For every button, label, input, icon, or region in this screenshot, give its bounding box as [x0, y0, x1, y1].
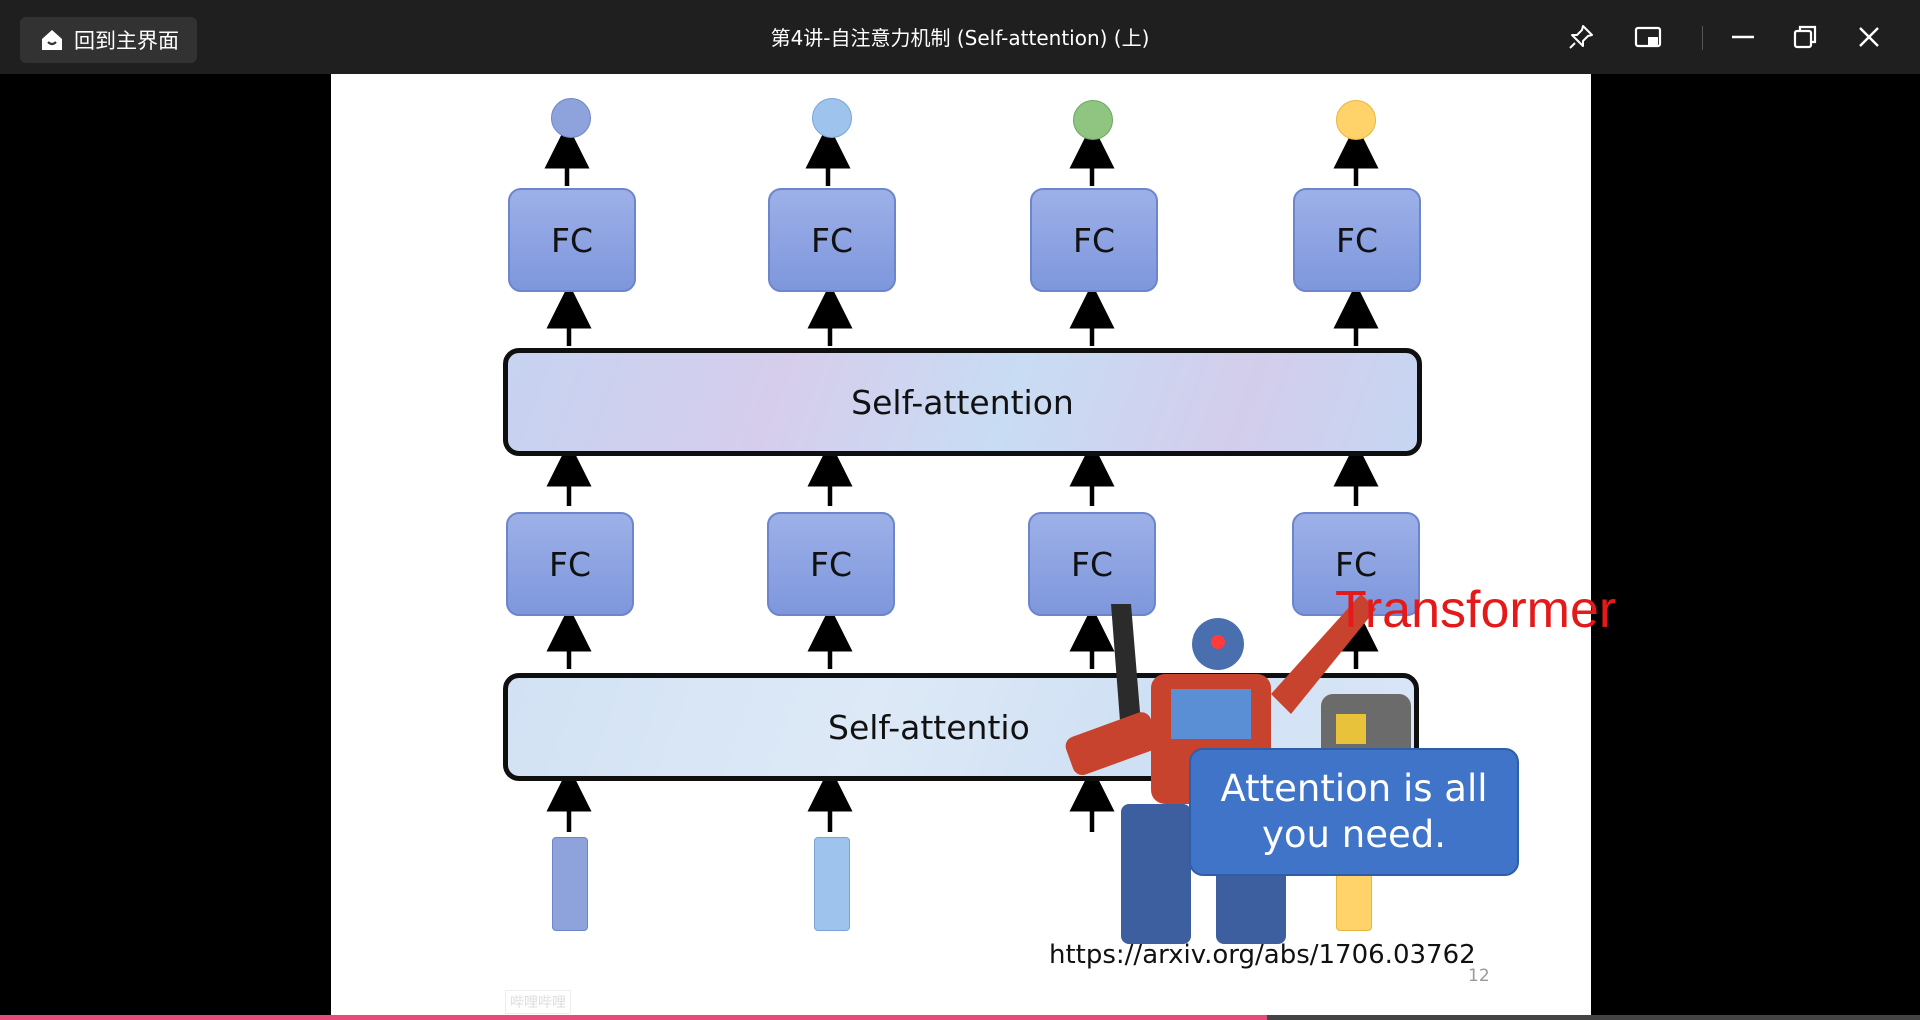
- fc-box-top-3: FC: [1030, 188, 1158, 292]
- close-icon[interactable]: [1848, 16, 1890, 58]
- video-progress-played: [0, 1015, 1268, 1020]
- watermark: 哔哩哔哩: [505, 990, 571, 1014]
- output-vector-3: [1073, 100, 1113, 140]
- fc-box-bottom-4: FC: [1292, 512, 1420, 616]
- output-vector-4: [1336, 100, 1376, 140]
- home-icon: [42, 30, 62, 50]
- minimize-icon[interactable]: [1722, 16, 1764, 58]
- paper-url: https://arxiv.org/abs/1706.03762: [1049, 940, 1476, 970]
- output-vector-2: [812, 98, 852, 138]
- restore-icon[interactable]: [1784, 16, 1826, 58]
- speech-bubble: Attention is all you need.: [1189, 748, 1519, 876]
- fc-box-bottom-2: FC: [767, 512, 895, 616]
- self-attention-layer-top: Self-attention: [503, 348, 1422, 456]
- input-vector-2: [814, 837, 850, 931]
- fc-box-top-4: FC: [1293, 188, 1421, 292]
- output-vector-1: [551, 98, 591, 138]
- pin-icon[interactable]: [1560, 16, 1602, 58]
- transformer-annotation: Transformer: [1335, 581, 1617, 639]
- picture-in-picture-icon[interactable]: [1627, 16, 1669, 58]
- slide-number: 12: [1468, 966, 1490, 986]
- title-bar: 回到主界面 第4讲-自注意力机制 (Self-attention) (上): [0, 0, 1920, 74]
- lecture-slide: FC FC FC FC Self-attention FC FC FC FC S…: [331, 74, 1591, 1020]
- arrows-layer: [544, 123, 1379, 832]
- home-button[interactable]: 回到主界面: [20, 17, 197, 63]
- fc-box-top-2: FC: [768, 188, 896, 292]
- video-progress-bar[interactable]: [0, 1015, 1920, 1020]
- titlebar-divider: [1702, 26, 1703, 50]
- input-vector-1: [552, 837, 588, 931]
- home-button-label: 回到主界面: [74, 29, 179, 53]
- fc-box-bottom-3: FC: [1028, 512, 1156, 616]
- fc-box-top-1: FC: [508, 188, 636, 292]
- fc-box-bottom-1: FC: [506, 512, 634, 616]
